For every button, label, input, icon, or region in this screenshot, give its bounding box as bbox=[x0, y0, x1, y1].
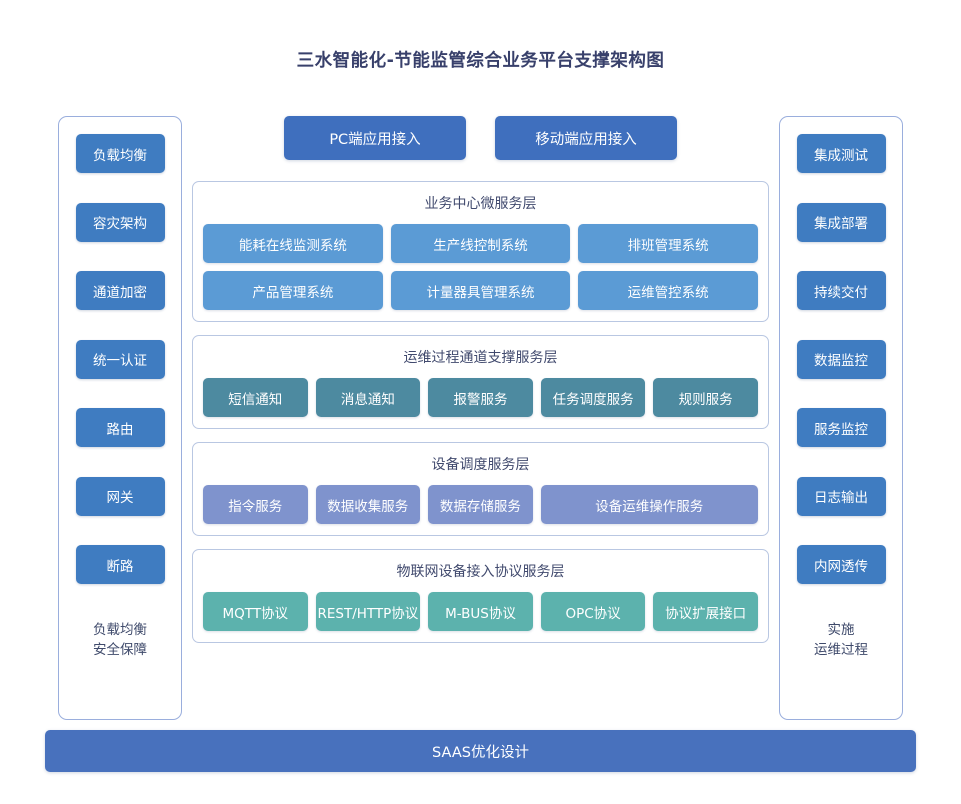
right-caption-line-1: 实施 bbox=[827, 621, 855, 638]
pc-access-button[interactable]: PC端应用接入 bbox=[284, 116, 466, 160]
mobile-access-button[interactable]: 移动端应用接入 bbox=[495, 116, 677, 160]
chip-ops-control-system[interactable]: 运维管控系统 bbox=[578, 271, 759, 310]
device-scheduling-layer: 设备调度服务层 指令服务 数据收集服务 数据存储服务 设备运维操作服务 bbox=[192, 442, 769, 536]
chip-energy-monitoring-system[interactable]: 能耗在线监测系统 bbox=[203, 224, 383, 263]
chip-rest-http-protocol[interactable]: REST/HTTP协议 bbox=[315, 592, 421, 631]
left-item-gateway[interactable]: 网关 bbox=[75, 476, 165, 516]
left-caption-line-1: 负载均衡 bbox=[93, 621, 147, 638]
center-stack: PC端应用接入 移动端应用接入 业务中心微服务层 能耗在线监测系统 生产线控制系… bbox=[192, 116, 769, 720]
ops-channel-support-layer: 运维过程通道支撑服务层 短信通知 消息通知 报警服务 任务调度服务 规则服务 bbox=[192, 335, 769, 429]
page-title: 三水智能化-节能监管综合业务平台支撑架构图 bbox=[296, 51, 665, 71]
chip-production-line-control-system[interactable]: 生产线控制系统 bbox=[390, 224, 571, 263]
left-item-channel-encryption[interactable]: 通道加密 bbox=[75, 271, 165, 310]
chip-mbus-protocol[interactable]: M-BUS协议 bbox=[428, 592, 533, 631]
business-layer-title: 业务中心微服务层 bbox=[424, 196, 537, 212]
chip-message-notification[interactable]: 消息通知 bbox=[315, 378, 421, 417]
chip-shift-management-system[interactable]: 排班管理系统 bbox=[578, 224, 759, 263]
right-item-integration-deploy[interactable]: 集成部署 bbox=[796, 202, 886, 242]
chip-device-ops-operation-service[interactable]: 设备运维操作服务 bbox=[540, 485, 759, 524]
chip-metering-instrument-management-system[interactable]: 计量器具管理系统 bbox=[390, 271, 571, 310]
left-caption-line-2: 安全保障 bbox=[93, 642, 147, 659]
architecture-diagram: 负载均衡 容灾架构 通道加密 统一认证 路由 网关 断路 负载均衡 安全保障 P… bbox=[58, 116, 903, 720]
chip-product-management-system[interactable]: 产品管理系统 bbox=[203, 271, 383, 310]
ops-layer-title: 运维过程通道支撑服务层 bbox=[403, 350, 558, 366]
right-caption-line-2: 运维过程 bbox=[814, 642, 868, 659]
iot-layer-title: 物联网设备接入协议服务层 bbox=[396, 564, 565, 580]
left-item-disaster-recovery[interactable]: 容灾架构 bbox=[75, 202, 165, 242]
chip-mqtt-protocol[interactable]: MQTT协议 bbox=[203, 592, 308, 631]
left-support-column: 负载均衡 容灾架构 通道加密 统一认证 路由 网关 断路 负载均衡 安全保障 bbox=[58, 116, 182, 720]
iot-protocol-layer: 物联网设备接入协议服务层 MQTT协议 REST/HTTP协议 M-BUS协议 … bbox=[192, 549, 769, 643]
business-microservice-layer: 业务中心微服务层 能耗在线监测系统 生产线控制系统 排班管理系统 产品管理系统 … bbox=[192, 181, 769, 322]
chip-alarm-service[interactable]: 报警服务 bbox=[428, 378, 533, 417]
device-layer-title: 设备调度服务层 bbox=[431, 457, 530, 473]
chip-sms-notification[interactable]: 短信通知 bbox=[203, 378, 308, 417]
device-layer-row: 指令服务 数据收集服务 数据存储服务 设备运维操作服务 bbox=[203, 485, 759, 524]
chip-task-scheduling-service[interactable]: 任务调度服务 bbox=[540, 378, 646, 417]
left-item-load-balance[interactable]: 负载均衡 bbox=[75, 134, 165, 173]
iot-layer-row: MQTT协议 REST/HTTP协议 M-BUS协议 OPC协议 协议扩展接口 bbox=[203, 592, 758, 631]
ops-layer-row: 短信通知 消息通知 报警服务 任务调度服务 规则服务 bbox=[203, 378, 758, 417]
right-column-caption: 实施 运维过程 bbox=[814, 620, 868, 662]
chip-data-storage-service[interactable]: 数据存储服务 bbox=[428, 485, 533, 524]
left-item-circuit-breaker[interactable]: 断路 bbox=[75, 545, 165, 584]
business-layer-row-2: 产品管理系统 计量器具管理系统 运维管控系统 bbox=[203, 271, 759, 310]
chip-opc-protocol[interactable]: OPC协议 bbox=[540, 592, 646, 631]
right-item-service-monitoring[interactable]: 服务监控 bbox=[796, 408, 886, 447]
chip-rule-service[interactable]: 规则服务 bbox=[653, 378, 758, 417]
left-item-routing[interactable]: 路由 bbox=[75, 408, 165, 447]
right-item-log-output[interactable]: 日志输出 bbox=[796, 476, 886, 516]
right-item-data-monitoring[interactable]: 数据监控 bbox=[796, 339, 886, 379]
right-support-column: 集成测试 集成部署 持续交付 数据监控 服务监控 日志输出 内网透传 实施 运维… bbox=[779, 116, 903, 720]
left-item-unified-auth[interactable]: 统一认证 bbox=[75, 339, 165, 379]
left-column-caption: 负载均衡 安全保障 bbox=[93, 620, 147, 662]
right-item-intranet-passthrough[interactable]: 内网透传 bbox=[796, 545, 886, 584]
chip-data-collection-service[interactable]: 数据收集服务 bbox=[315, 485, 421, 524]
right-item-integration-test[interactable]: 集成测试 bbox=[796, 134, 886, 173]
business-layer-row-1: 能耗在线监测系统 生产线控制系统 排班管理系统 bbox=[203, 224, 759, 263]
saas-optimization-bar[interactable]: SAAS优化设计 bbox=[45, 730, 916, 772]
right-item-continuous-delivery[interactable]: 持续交付 bbox=[796, 271, 886, 310]
chip-command-service[interactable]: 指令服务 bbox=[203, 485, 308, 524]
application-access-row: PC端应用接入 移动端应用接入 bbox=[192, 116, 769, 160]
chip-protocol-extension-interface[interactable]: 协议扩展接口 bbox=[653, 592, 758, 631]
